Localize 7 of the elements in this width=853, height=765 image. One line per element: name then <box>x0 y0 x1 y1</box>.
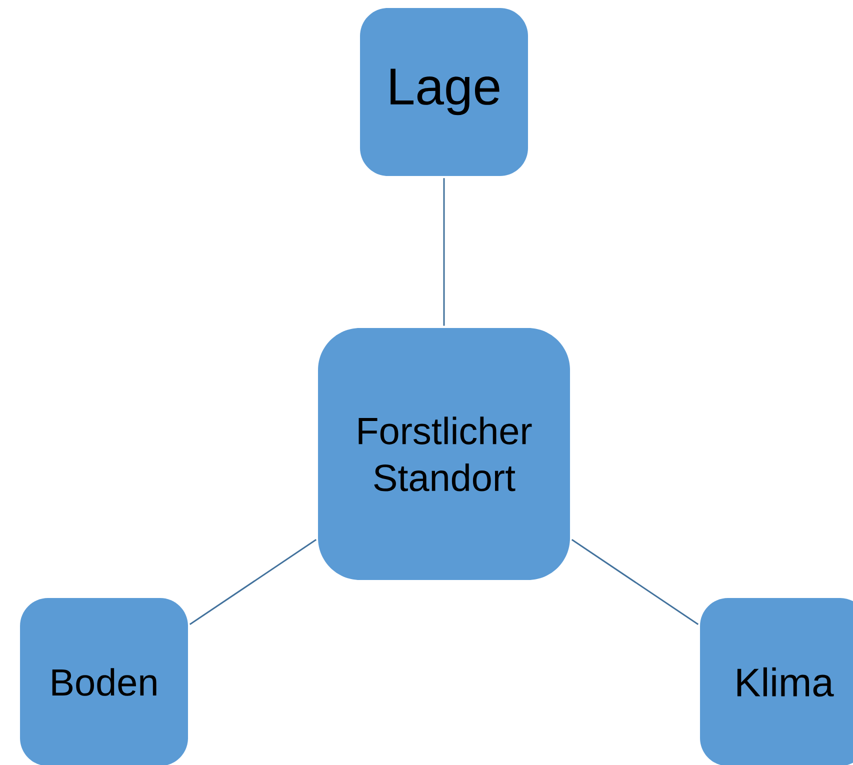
connector-line <box>443 178 445 326</box>
rounded-box: Klima <box>700 598 853 765</box>
connector-line <box>189 539 317 626</box>
connector-line <box>571 539 699 626</box>
rounded-box: Lage <box>360 8 528 176</box>
rounded-box: Forstlicher Standort <box>318 328 570 580</box>
rounded-box: Boden <box>20 598 188 765</box>
